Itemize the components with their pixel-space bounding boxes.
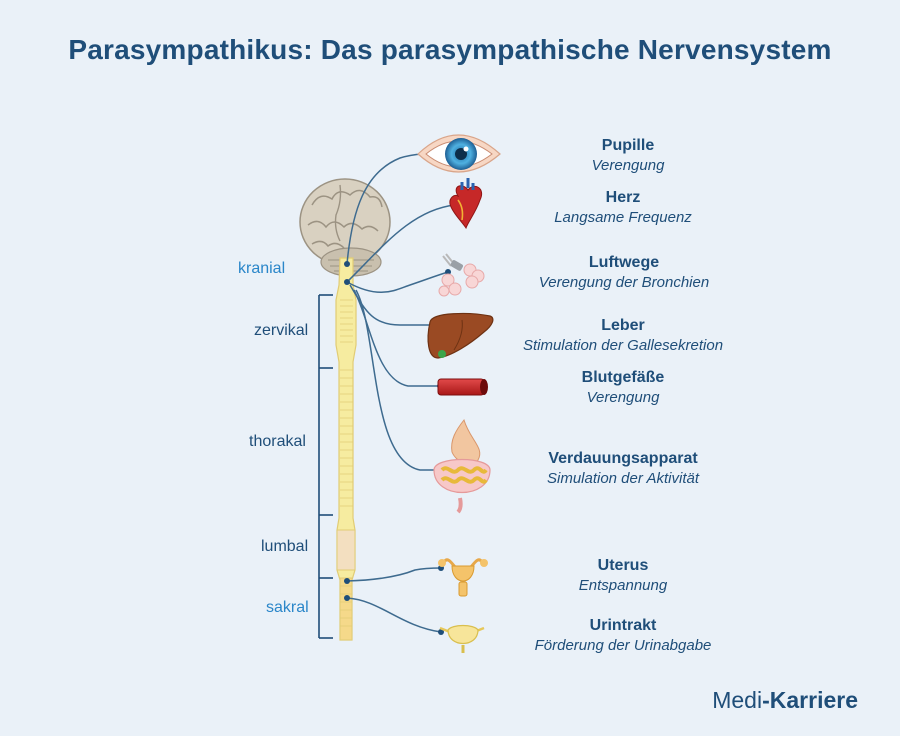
organ-effect: Förderung der Urinabgabe	[534, 637, 712, 654]
organ-label-leber: Leber Stimulation der Gallesekretion	[493, 316, 753, 356]
segment-label-sakral: sakral	[266, 599, 309, 616]
organ-name: Leber	[601, 317, 645, 334]
organ-effect: Simulation der Aktivität	[546, 470, 699, 487]
brand-logo: Medi-Karriere	[712, 687, 858, 713]
brand-part-2: Karriere	[769, 687, 858, 713]
organ-effect: Stimulation der Gallesekretion	[522, 337, 724, 354]
segment-label-zervikal: zervikal	[254, 322, 309, 339]
lungs-icon	[438, 253, 485, 297]
organ-name: Herz	[605, 189, 641, 206]
uterus-icon	[438, 558, 488, 597]
blood-vessel-icon	[437, 378, 488, 396]
bladder-icon	[439, 624, 485, 653]
eye-icon	[417, 134, 501, 173]
liver-icon	[427, 312, 494, 359]
organ-label-blutgefaesse: Blutgefäße Verengung	[493, 368, 753, 408]
organ-effect: Verengung der Bronchien	[538, 274, 710, 291]
organ-label-herz: Herz Langsame Frequenz	[493, 188, 753, 228]
brain-icon	[299, 178, 391, 277]
organ-name: Verdauungsapparat	[548, 450, 698, 467]
organ-effect: Verengung	[591, 157, 665, 174]
brand-part-1: Medi	[712, 687, 763, 713]
organ-label-verdauungsapparat: Verdauungsapparat Simulation der Aktivit…	[493, 449, 753, 489]
organ-effect: Verengung	[586, 389, 660, 406]
segment-label-kranial: kranial	[238, 260, 286, 277]
organ-label-uterus: Uterus Entspannung	[493, 556, 753, 596]
page-title: Parasympathikus: Das parasympathische Ne…	[68, 34, 832, 65]
organ-label-urintrakt: Urintrakt Förderung der Urinabgabe	[493, 616, 753, 656]
organ-name: Uterus	[597, 557, 649, 574]
organ-effect: Langsame Frequenz	[554, 209, 692, 226]
segment-label-thorakal: thorakal	[249, 433, 306, 450]
digestive-tract-icon	[433, 418, 491, 514]
organ-label-pupille: Pupille Verengung	[498, 136, 758, 176]
organ-name: Pupille	[601, 137, 655, 154]
organ-effect: Entspannung	[578, 577, 668, 594]
heart-icon	[449, 178, 482, 230]
segment-label-lumbal: lumbal	[261, 538, 309, 555]
organ-name: Luftwege	[588, 254, 660, 271]
organ-label-luftwege: Luftwege Verengung der Bronchien	[494, 253, 754, 293]
organ-name: Urintrakt	[589, 617, 657, 634]
segment-bracket	[318, 294, 333, 639]
spinal-cord	[335, 257, 357, 641]
nerve-lines	[346, 152, 463, 633]
organ-name: Blutgefäße	[581, 369, 665, 386]
